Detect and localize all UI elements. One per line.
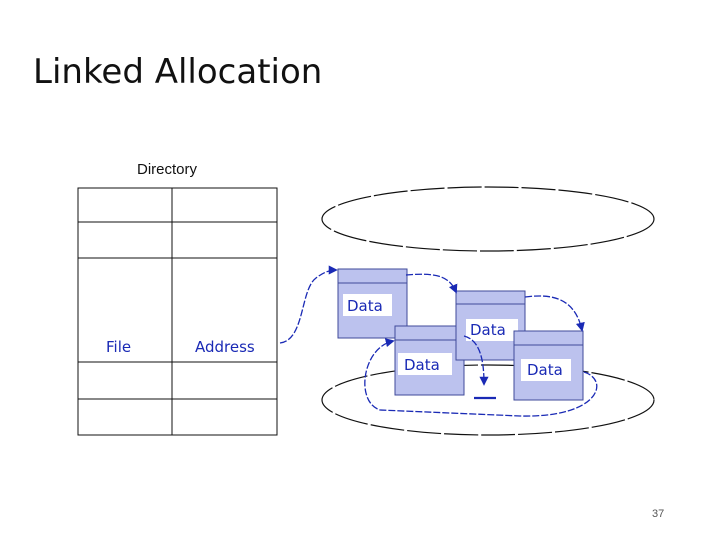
data-block-1: Data <box>337 268 408 339</box>
page-number: 37 <box>652 508 665 520</box>
slide-title: Linked Allocation <box>33 52 323 92</box>
data-block-1-label: Data <box>347 297 383 315</box>
upper-disk-ellipse <box>321 186 655 252</box>
pointer-arrows <box>279 265 598 417</box>
arrow-block-1-to-block-2 <box>405 273 458 294</box>
data-block-3: Data <box>394 325 465 396</box>
data-block-3-label: Data <box>404 356 440 374</box>
lower-disk-ellipse <box>321 364 655 436</box>
data-block-4-label: Data <box>527 361 563 379</box>
data-block-4: Data <box>513 330 584 401</box>
data-block-2-label: Data <box>470 321 506 339</box>
directory-label: Directory <box>137 161 198 178</box>
directory-table <box>77 187 278 436</box>
arrow-block-2-to-block-4 <box>524 295 585 332</box>
file-cell-label: File <box>106 338 131 356</box>
arrow-block-3-to-null <box>463 335 489 386</box>
arrow-block-4-to-block-3 <box>364 338 598 417</box>
arrow-address-to-block-1 <box>279 265 338 344</box>
address-cell-label: Address <box>195 338 255 356</box>
